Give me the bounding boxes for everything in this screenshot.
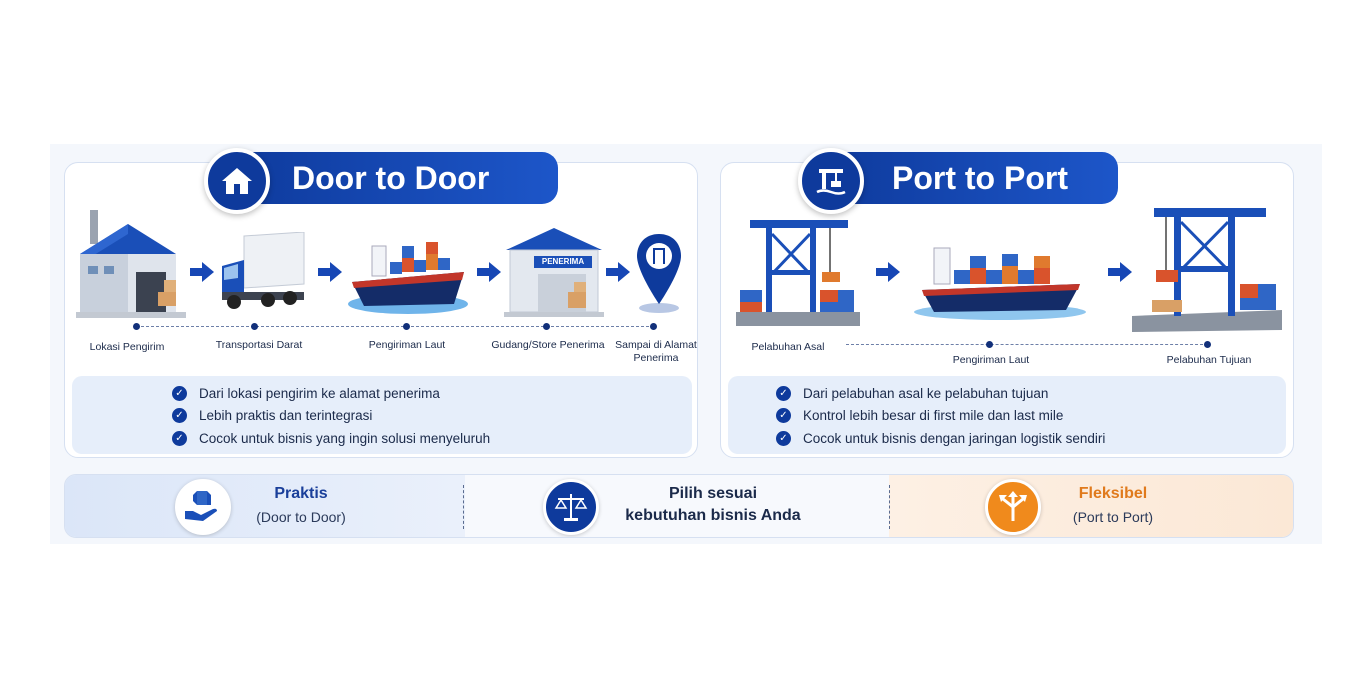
timeline-dot: [1204, 341, 1211, 348]
divider: [463, 485, 464, 529]
check-icon: ✓: [172, 430, 187, 446]
timeline-dot: [133, 323, 140, 330]
timeline-dot: [251, 323, 258, 330]
port-to-port-timeline: [846, 344, 1208, 345]
timeline-dot: [403, 323, 410, 330]
step-label: Pelabuhan Tujuan: [1166, 354, 1252, 366]
truck-icon: [218, 231, 308, 321]
origin-port-icon: [736, 214, 860, 335]
check-icon: ✓: [776, 385, 791, 401]
port-to-port-benefits: ✓Dari pelabuhan asal ke pelabuhan tujuan…: [728, 376, 1286, 454]
step-label: Pelabuhan Asal: [751, 341, 825, 353]
step-label: Pengiriman Laut: [952, 354, 1030, 366]
step-label: Lokasi Pengirim: [89, 341, 165, 353]
comparison-right-subtitle: (Port to Port): [1072, 509, 1154, 525]
comparison-right-title: Fleksibel: [1078, 485, 1148, 502]
comparison-center-line1: Pilih sesuai: [668, 485, 758, 502]
timeline-dot: [543, 323, 550, 330]
benefit-item: ✓Cocok untuk bisnis dengan jaringan logi…: [776, 427, 1286, 450]
split-arrows-icon: [985, 479, 1041, 535]
door-to-door-benefits: ✓Dari lokasi pengirim ke alamat penerima…: [72, 376, 692, 454]
scale-balance-icon: [543, 479, 599, 535]
destination-port-icon: [1132, 200, 1282, 339]
cargo-ship-icon: [346, 232, 470, 323]
check-icon: ✓: [172, 408, 187, 424]
comparison-left-segment: [65, 475, 465, 537]
benefit-item: ✓Dari pelabuhan asal ke pelabuhan tujuan: [776, 382, 1286, 405]
comparison-center-segment: [465, 475, 889, 537]
factory-icon: [76, 210, 186, 325]
port-to-port-title: Port to Port: [824, 152, 1118, 204]
benefit-item: ✓Kontrol lebih besar di first mile dan l…: [776, 405, 1286, 428]
benefit-item: ✓Dari lokasi pengirim ke alamat penerima: [172, 382, 692, 405]
comparison-right-segment: [889, 475, 1293, 537]
check-icon: ✓: [776, 408, 791, 424]
comparison-bar: Praktis (Door to Door) Pilih sesuai kebu…: [64, 474, 1294, 538]
warehouse-sign: PENERIMA: [541, 257, 585, 266]
check-icon: ✓: [776, 430, 791, 446]
port-crane-icon: [798, 148, 864, 214]
comparison-left-title: Praktis: [274, 485, 328, 502]
cargo-ship-icon: [912, 238, 1088, 329]
step-label: Sampai di Alamat Penerima: [615, 339, 697, 364]
comparison-center-line2: kebutuhan bisnis Anda: [625, 507, 801, 524]
door-to-door-timeline: [136, 326, 654, 327]
benefit-item: ✓Cocok untuk bisnis yang ingin solusi me…: [172, 427, 692, 450]
location-pin-icon: [634, 232, 684, 321]
step-label: Transportasi Darat: [215, 339, 303, 351]
divider: [889, 485, 890, 529]
step-label: Gudang/Store Penerima: [491, 339, 605, 351]
step-label: Pengiriman Laut: [368, 339, 446, 351]
hand-box-icon: [175, 479, 231, 535]
door-to-door-title: Door to Door: [230, 152, 558, 204]
timeline-dot: [986, 341, 993, 348]
benefit-item: ✓Lebih praktis dan terintegrasi: [172, 405, 692, 428]
timeline-dot: [650, 323, 657, 330]
comparison-left-subtitle: (Door to Door): [256, 509, 346, 525]
house-icon: [204, 148, 270, 214]
warehouse-icon: [504, 226, 604, 323]
check-icon: ✓: [172, 385, 187, 401]
